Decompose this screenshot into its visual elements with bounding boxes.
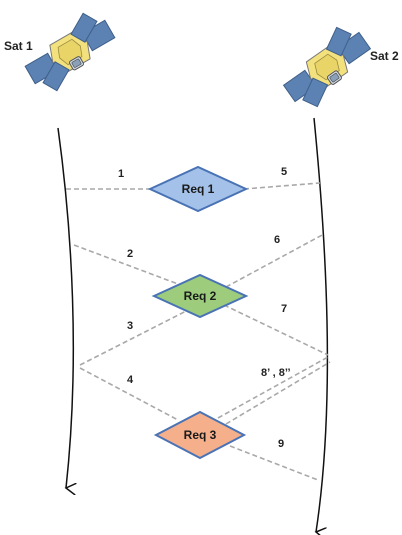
satellite-2-icon	[282, 26, 372, 108]
req-3-shape	[153, 410, 247, 460]
request-2-node: Req 2	[151, 273, 249, 319]
req-2-shape	[151, 273, 249, 319]
link-9-line	[229, 445, 319, 481]
link-label-2: 2	[127, 248, 133, 260]
link-label-3: 3	[127, 320, 133, 332]
satellite-1-icon	[24, 12, 116, 92]
sat-2-orbit-track	[313, 117, 329, 532]
link-8b-line	[225, 361, 331, 425]
sat-1-orbit-track	[57, 127, 73, 488]
req-2-label: Req 2	[184, 289, 217, 303]
sat-1-label: Sat 1	[4, 39, 33, 53]
link-label-6: 6	[274, 234, 280, 246]
link-label-1: 1	[118, 168, 124, 180]
link-4-line	[79, 367, 179, 421]
req-1-label: Req 1	[182, 182, 215, 196]
request-3-node: Req 3	[153, 410, 247, 460]
link-3-line	[79, 304, 199, 366]
link-label-5: 5	[281, 166, 287, 178]
sat-2-label: Sat 2	[370, 49, 399, 63]
link-8a-line	[217, 356, 329, 419]
req-3-label: Req 3	[184, 428, 217, 442]
req-1-shape	[147, 165, 249, 213]
link-label-8: 8’ , 8’’	[261, 367, 291, 379]
link-label-9: 9	[278, 438, 284, 450]
link-label-7: 7	[281, 303, 287, 315]
link-7-line	[223, 304, 329, 356]
link-label-4: 4	[127, 374, 134, 386]
link-5-line	[243, 182, 321, 190]
request-1-node: Req 1	[147, 165, 249, 213]
link-6-line	[225, 233, 325, 288]
link-2-line	[73, 244, 179, 285]
